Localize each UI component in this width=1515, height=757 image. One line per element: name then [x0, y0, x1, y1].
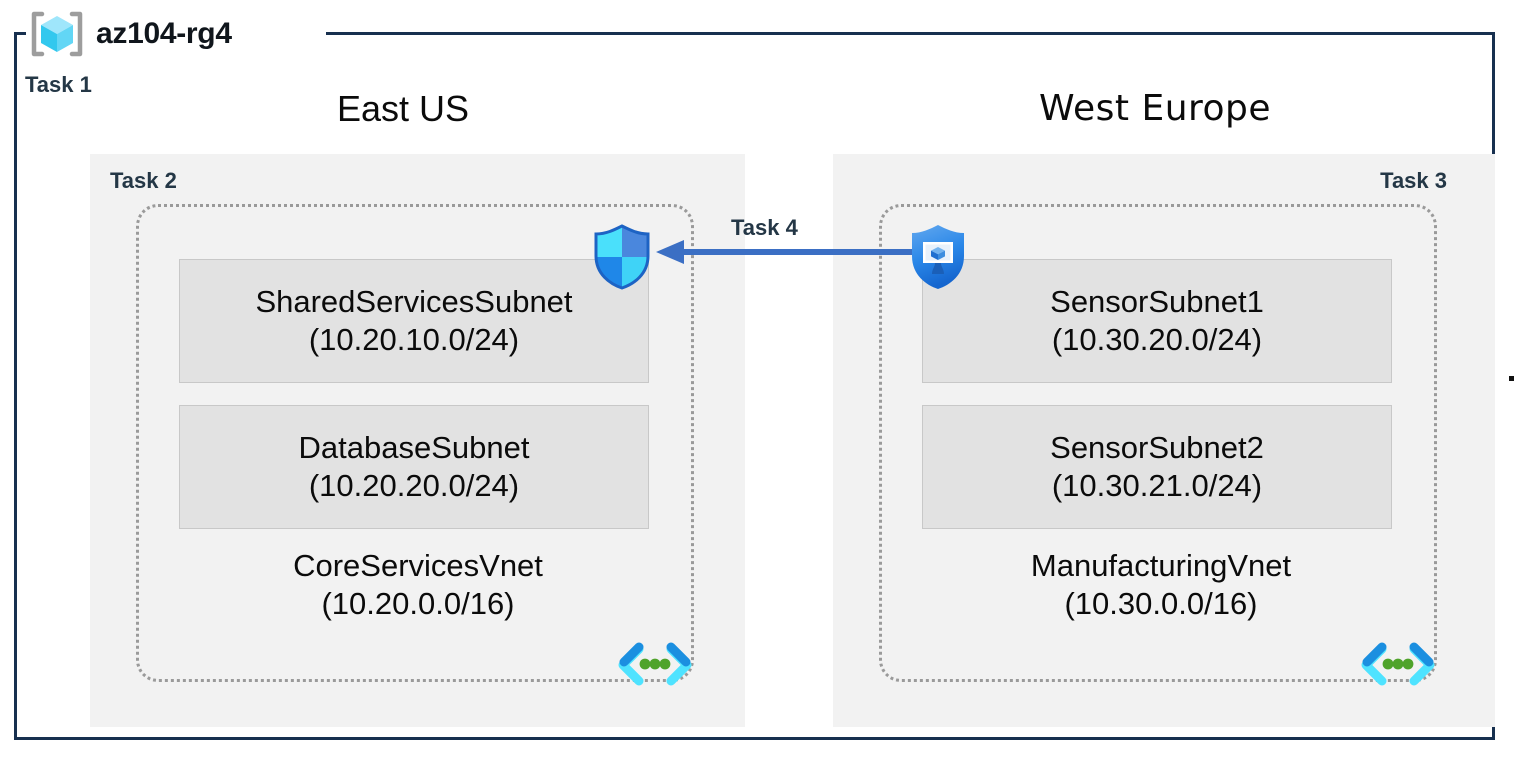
resource-group-title-gap: [26, 16, 326, 52]
vnet-core-services: SharedServicesSubnet (10.20.10.0/24) Dat…: [136, 204, 697, 686]
network-security-group-shield-icon: [592, 224, 652, 290]
virtual-network-icon: [613, 637, 697, 693]
vm-shield-icon: [908, 222, 968, 292]
region-panel-east-us: Task 2 SharedServicesSubnet (10.20.10.0/…: [90, 154, 745, 727]
vnet-manufacturing: SensorSubnet1 (10.30.20.0/24) SensorSubn…: [879, 204, 1440, 686]
subnet-name: SharedServicesSubnet: [255, 284, 573, 320]
vnet-name: CoreServicesVnet: [293, 548, 543, 583]
resource-group-cube-icon: [28, 10, 86, 58]
subnet-name: SensorSubnet1: [1050, 284, 1264, 320]
task-2-label: Task 2: [110, 168, 177, 193]
subnet-cidr: (10.20.10.0/24): [308, 322, 520, 357]
subnet-cidr: (10.30.21.0/24): [1051, 468, 1263, 503]
region-title-west-europe: West Europe: [1039, 88, 1272, 129]
region-title-east-us: East US: [337, 88, 470, 129]
subnet-database: DatabaseSubnet (10.20.20.0/24): [179, 405, 649, 529]
vnet-cidr: (10.30.0.0/16): [1064, 585, 1258, 621]
resource-group-name: az104-rg4: [96, 17, 232, 50]
task-3-label: Task 3: [1380, 168, 1447, 193]
task-1-label: Task 1: [25, 72, 92, 97]
subnet-cidr: (10.30.20.0/24): [1051, 322, 1263, 357]
subnet-name: SensorSubnet2: [1050, 430, 1264, 466]
vnet-peering-arrow: [656, 240, 918, 264]
vnet-caption-core-services: CoreServicesVnet (10.20.0.0/16): [139, 547, 697, 623]
edge-marker-dot: [1509, 376, 1514, 381]
virtual-network-icon: [1356, 637, 1440, 693]
subnet-shared-services: SharedServicesSubnet (10.20.10.0/24): [179, 259, 649, 383]
subnet-sensor-1: SensorSubnet1 (10.30.20.0/24): [922, 259, 1392, 383]
subnet-cidr: (10.20.20.0/24): [308, 468, 520, 503]
subnet-sensor-2: SensorSubnet2 (10.30.21.0/24): [922, 405, 1392, 529]
vnet-name: ManufacturingVnet: [1030, 548, 1292, 583]
vnet-cidr: (10.20.0.0/16): [321, 585, 515, 621]
task-4-label: Task 4: [731, 215, 798, 240]
subnet-name: DatabaseSubnet: [298, 430, 530, 466]
resource-group-title: az104-rg4: [28, 10, 232, 58]
vnet-caption-manufacturing: ManufacturingVnet (10.30.0.0/16): [882, 547, 1440, 623]
